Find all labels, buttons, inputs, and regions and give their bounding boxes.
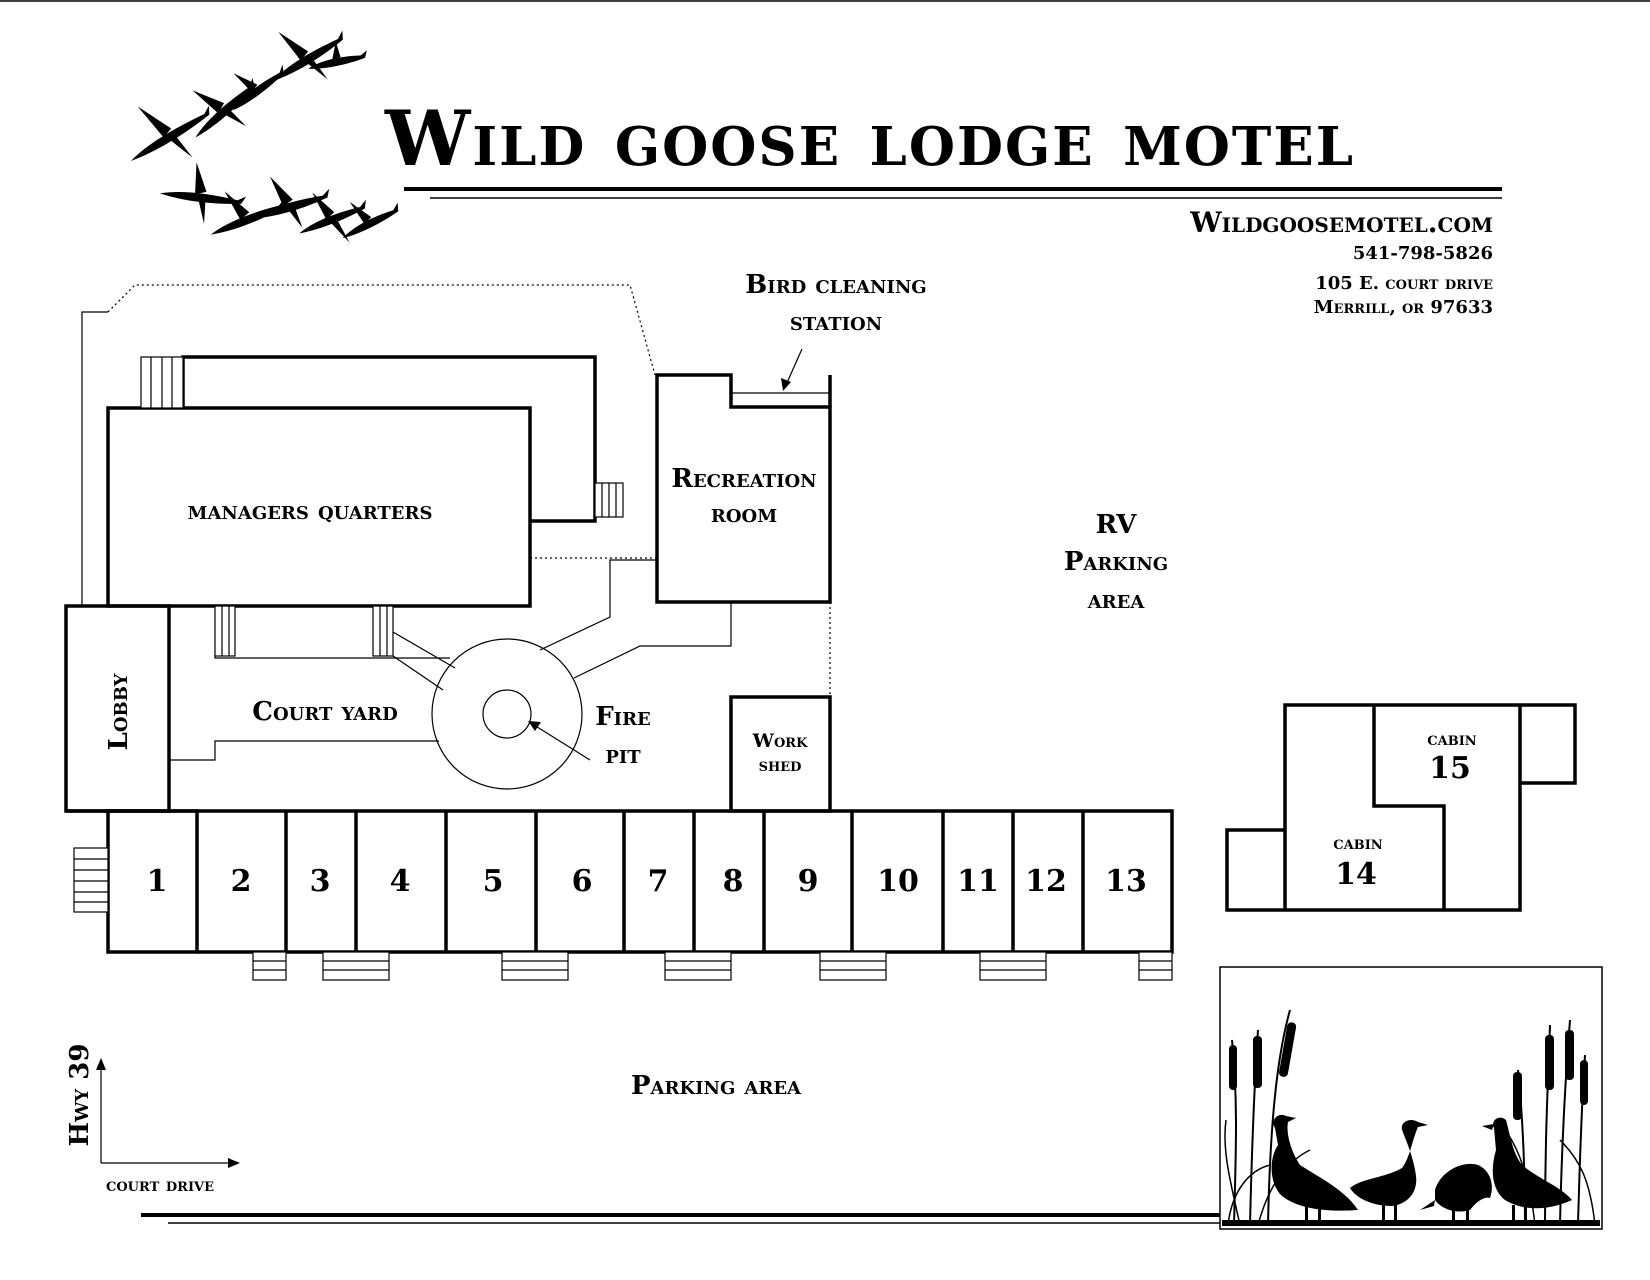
- unit-number: 5: [483, 864, 504, 899]
- unit-number: 9: [798, 864, 819, 899]
- fire-pit-ring: [431, 638, 583, 790]
- unit-2[interactable]: 2: [231, 864, 252, 899]
- motel-units-row: 1 2 3 4 5 6 7 8 9 10 11 12 13: [66, 809, 1174, 981]
- unit-13[interactable]: 13: [1105, 864, 1147, 899]
- flying-geese-logo: [131, 30, 399, 243]
- unit-number: 4: [390, 864, 411, 899]
- unit-1-side-steps: [73, 847, 109, 913]
- cabin-15[interactable]: cabin 15: [1427, 728, 1477, 786]
- managers-steps-top: [140, 356, 184, 409]
- lobby-building: Lobby: [64, 604, 171, 813]
- cabin-14[interactable]: cabin 14: [1333, 832, 1383, 892]
- lobby-label: Lobby: [104, 672, 134, 750]
- west-fence-line: [81, 311, 108, 605]
- courtyard-steps-left: [214, 605, 236, 657]
- fire-pit-label-1: Fire: [595, 702, 651, 732]
- arrow-right-icon: [228, 1158, 240, 1168]
- unit-12[interactable]: 12: [1025, 864, 1067, 899]
- unit-1[interactable]: 1: [106, 809, 199, 954]
- bird-cleaning-station: Bird cleaning station: [745, 270, 927, 391]
- unit-number: 12: [1025, 864, 1067, 899]
- address-line-1: 105 E. court drive: [1315, 273, 1493, 294]
- courtyard-steps-right: [372, 605, 394, 657]
- unit-number: 3: [310, 864, 331, 899]
- unit-4[interactable]: 4: [390, 864, 411, 899]
- work-shed-building: Work shed: [729, 695, 832, 813]
- unit-number: 8: [723, 864, 744, 899]
- cabin-14-number: 14: [1335, 857, 1377, 892]
- unit-5[interactable]: 5: [483, 864, 504, 899]
- work-shed-label-1: Work: [752, 730, 808, 752]
- unit-number: 2: [231, 864, 252, 899]
- recreation-room-label-2: room: [711, 499, 777, 529]
- geese-cattails-illustration: [1219, 966, 1603, 1230]
- recreation-room-label-1: Recreation: [671, 464, 816, 494]
- fire-pit-label-2: pit: [605, 740, 641, 770]
- fire-pit-icon: [482, 689, 532, 739]
- unit-10[interactable]: 10: [877, 864, 919, 899]
- cabins: cabin 14 cabin 15: [1225, 703, 1577, 912]
- rv-parking-label-2: Parking: [1064, 547, 1168, 577]
- arrow-up-icon: [96, 1058, 106, 1070]
- front-steps: [252, 951, 1173, 981]
- unit-9[interactable]: 9: [798, 864, 819, 899]
- court-yard: Court yard Fire pit: [168, 559, 732, 811]
- bird-cleaning-label-1: Bird cleaning: [745, 270, 926, 300]
- arrow-icon: [781, 378, 791, 391]
- unit-8[interactable]: 8: [723, 864, 744, 899]
- unit-11[interactable]: 11: [957, 864, 999, 899]
- court-drive-label: court drive: [106, 1174, 214, 1196]
- unit-number: 7: [648, 864, 669, 899]
- cabin-15-label: cabin: [1427, 728, 1477, 750]
- managers-steps-east: [594, 482, 624, 518]
- unit-6[interactable]: 6: [572, 864, 593, 899]
- property-boundary-dotted: [107, 284, 656, 376]
- address-line-2: Merrill, or 97633: [1314, 297, 1493, 318]
- cabin-14-label: cabin: [1333, 832, 1383, 854]
- goose-silhouettes: [1271, 1114, 1572, 1223]
- court-yard-label: Court yard: [252, 697, 397, 727]
- unit-number: 1: [147, 864, 168, 899]
- fire-pit-arrow-icon: [528, 721, 541, 731]
- rv-parking-label-3: area: [1087, 585, 1146, 615]
- unit-number: 6: [572, 864, 593, 899]
- managers-quarters-label: managers quarters: [188, 496, 433, 526]
- cabin-15-number: 15: [1429, 751, 1471, 786]
- unit-7[interactable]: 7: [648, 864, 669, 899]
- hwy-label: Hwy 39: [65, 1044, 95, 1147]
- unit-number: 10: [877, 864, 919, 899]
- rv-parking-label-1: RV: [1096, 510, 1138, 540]
- unit-3[interactable]: 3: [310, 864, 331, 899]
- parking-area-label: Parking area: [631, 1071, 802, 1101]
- website-link[interactable]: Wildgoosemotel.com: [1189, 206, 1493, 239]
- unit-number: 13: [1105, 864, 1147, 899]
- recreation-room-building: Recreation room: [655, 373, 832, 604]
- street-orientation: Hwy 39 court drive: [65, 1044, 240, 1196]
- unit-number: 11: [957, 864, 999, 899]
- managers-quarters-building: managers quarters: [106, 355, 624, 608]
- bird-cleaning-label-2: station: [790, 307, 882, 337]
- work-shed-label-2: shed: [759, 754, 802, 776]
- phone-number: 541-798-5826: [1353, 243, 1493, 264]
- page-title: Wild goose lodge motel: [384, 94, 1355, 183]
